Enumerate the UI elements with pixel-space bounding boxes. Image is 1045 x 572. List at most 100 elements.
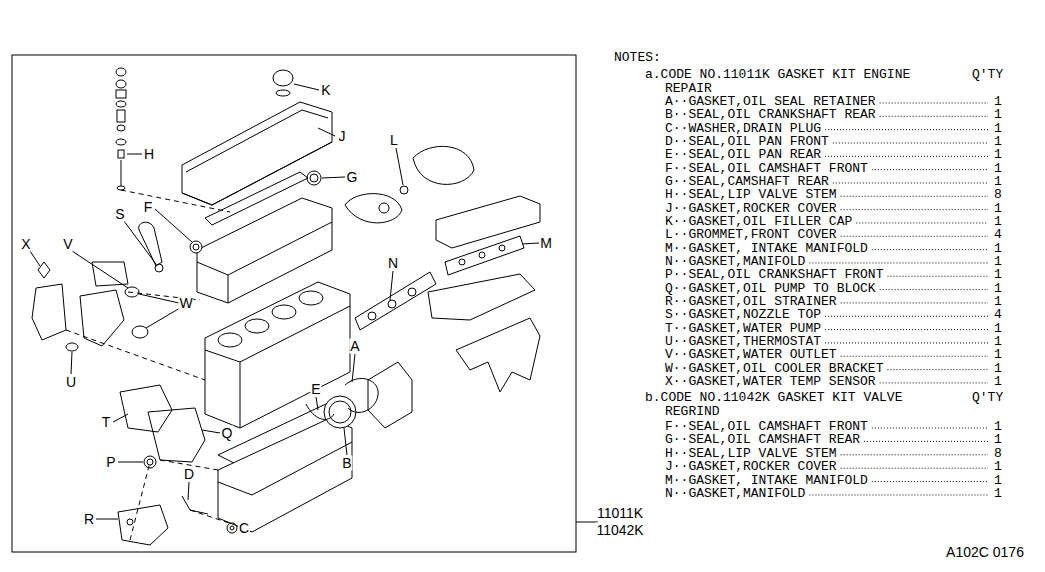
callout-letter: J [338, 129, 347, 144]
callout-letter: G [346, 170, 359, 185]
callout-letter: L [389, 133, 399, 148]
dot-leader [872, 169, 988, 170]
part-entry: J··GASKET,ROCKER COVER [665, 202, 837, 216]
quantity: 4 [994, 308, 1002, 322]
kit-heading: b.CODE NO.11042K GASKET KIT VALVE REGRIN… [665, 391, 950, 419]
quantity: 8 [994, 188, 1002, 202]
quantity: 1 [994, 135, 1002, 149]
quantity: 4 [994, 228, 1002, 242]
dot-leader [880, 116, 988, 117]
dot-leader [825, 156, 988, 157]
quantity: 1 [994, 375, 1002, 389]
dot-leader [856, 222, 988, 223]
quantity: 8 [994, 447, 1002, 461]
part-entry: D··SEAL,OIL PAN FRONT [665, 135, 829, 149]
part-entry: Q··GASKET,OIL PUMP TO BLOCK [665, 282, 876, 296]
callout-letter: M [539, 236, 553, 251]
dot-leader [880, 103, 988, 104]
quantity: 1 [994, 255, 1002, 269]
part-entry: E··SEAL,OIL PAN REAR [665, 148, 821, 162]
dot-leader [833, 142, 988, 143]
dot-leader [825, 329, 988, 330]
dot-leader [872, 481, 988, 482]
part-entry: J··GASKET,ROCKER COVER [665, 460, 837, 474]
dot-leader [887, 369, 988, 370]
quantity: 1 [994, 122, 1002, 136]
part-entry: C··WASHER,DRAIN PLUG [665, 122, 821, 136]
part-entry: M··GASKET, INTAKE MANIFOLD [665, 474, 868, 488]
kit-heading: a.CODE NO.11011K GASKET KIT ENGINE REPAI… [665, 68, 950, 96]
callout-letter: X [20, 237, 31, 252]
dot-leader [887, 276, 988, 277]
part-entry: T··GASKET,WATER PUMP [665, 322, 821, 336]
part-entry: N··GASKET,MANIFOLD [665, 487, 805, 501]
callout-letter: A [349, 339, 360, 354]
part-entry: L··GROMMET,FRONT COVER [665, 228, 837, 242]
part-entry: P··SEAL,OIL CRANKSHAFT FRONT [665, 268, 883, 282]
dot-leader [833, 182, 988, 183]
part-code: 11011K [596, 506, 644, 521]
callout-letter: U [65, 375, 77, 390]
dot-leader [809, 262, 988, 263]
dot-leader [872, 249, 988, 250]
part-code: 11042K [595, 523, 644, 538]
callout-letter: S [114, 207, 125, 222]
note-text: NOTES: [614, 51, 661, 65]
quantity: 1 [994, 433, 1002, 447]
dot-leader [841, 454, 988, 455]
part-entry: W··GASKET,OIL COOLER BRACKET [665, 362, 883, 376]
quantity: 1 [994, 148, 1002, 162]
quantity: 1 [994, 487, 1002, 501]
callout-letter: B [341, 456, 352, 471]
callout-letter: V [62, 237, 73, 252]
dot-leader [841, 236, 988, 237]
quantity: 1 [994, 242, 1002, 256]
quantity: 1 [994, 215, 1002, 229]
callout-letter: P [105, 455, 116, 470]
quantity: 1 [994, 268, 1002, 282]
part-entry: F··SEAL,OIL CAMSHAFT FRONT [665, 420, 868, 434]
part-entry: U··GASKET,THERMOSTAT [665, 335, 821, 349]
part-entry: R··GASKET,OIL STRAINER [665, 295, 837, 309]
callout-letter: N [387, 256, 399, 271]
callout-letter: C [238, 521, 250, 536]
quantity: 1 [994, 474, 1002, 488]
dot-leader [809, 495, 988, 496]
part-entry: S··GASKET,NOZZLE TOP [665, 308, 821, 322]
callout-letter: H [143, 147, 155, 162]
quantity: 1 [994, 335, 1002, 349]
quantity: 1 [994, 460, 1002, 474]
dot-leader [864, 441, 988, 442]
callout-letter: W [178, 296, 193, 311]
callout-letter: F [143, 200, 154, 215]
dot-leader [841, 356, 988, 357]
quantity: 1 [994, 162, 1002, 176]
callout-letter: R [83, 512, 95, 527]
quantity: 1 [994, 282, 1002, 296]
quantity: 1 [994, 175, 1002, 189]
dot-leader [880, 289, 988, 290]
quantity: 1 [994, 108, 1002, 122]
dot-leader [841, 196, 988, 197]
dot-leader [872, 428, 988, 429]
callout-letter: T [101, 415, 112, 430]
part-entry: B··SEAL,OIL CRANKSHAFT REAR [665, 108, 876, 122]
dot-leader [825, 342, 988, 343]
dot-leader [841, 302, 988, 303]
callout-letter: E [310, 382, 321, 397]
part-entry: A··GASKET,OIL SEAL RETAINER [665, 95, 876, 109]
callout-letter: D [183, 467, 195, 482]
quantity: 1 [994, 202, 1002, 216]
dot-leader [825, 316, 988, 317]
dot-leader [880, 382, 988, 383]
note-text: Q'TY [972, 68, 1003, 82]
callout-letter: Q [221, 426, 234, 441]
quantity: 1 [994, 348, 1002, 362]
part-code: A102C 0176 [945, 545, 1025, 560]
note-text: Q'TY [972, 391, 1003, 405]
dot-leader [841, 468, 988, 469]
part-entry: H··SEAL,LIP VALVE STEM [665, 188, 837, 202]
part-entry: K··GASKET,OIL FILLER CAP [665, 215, 852, 229]
